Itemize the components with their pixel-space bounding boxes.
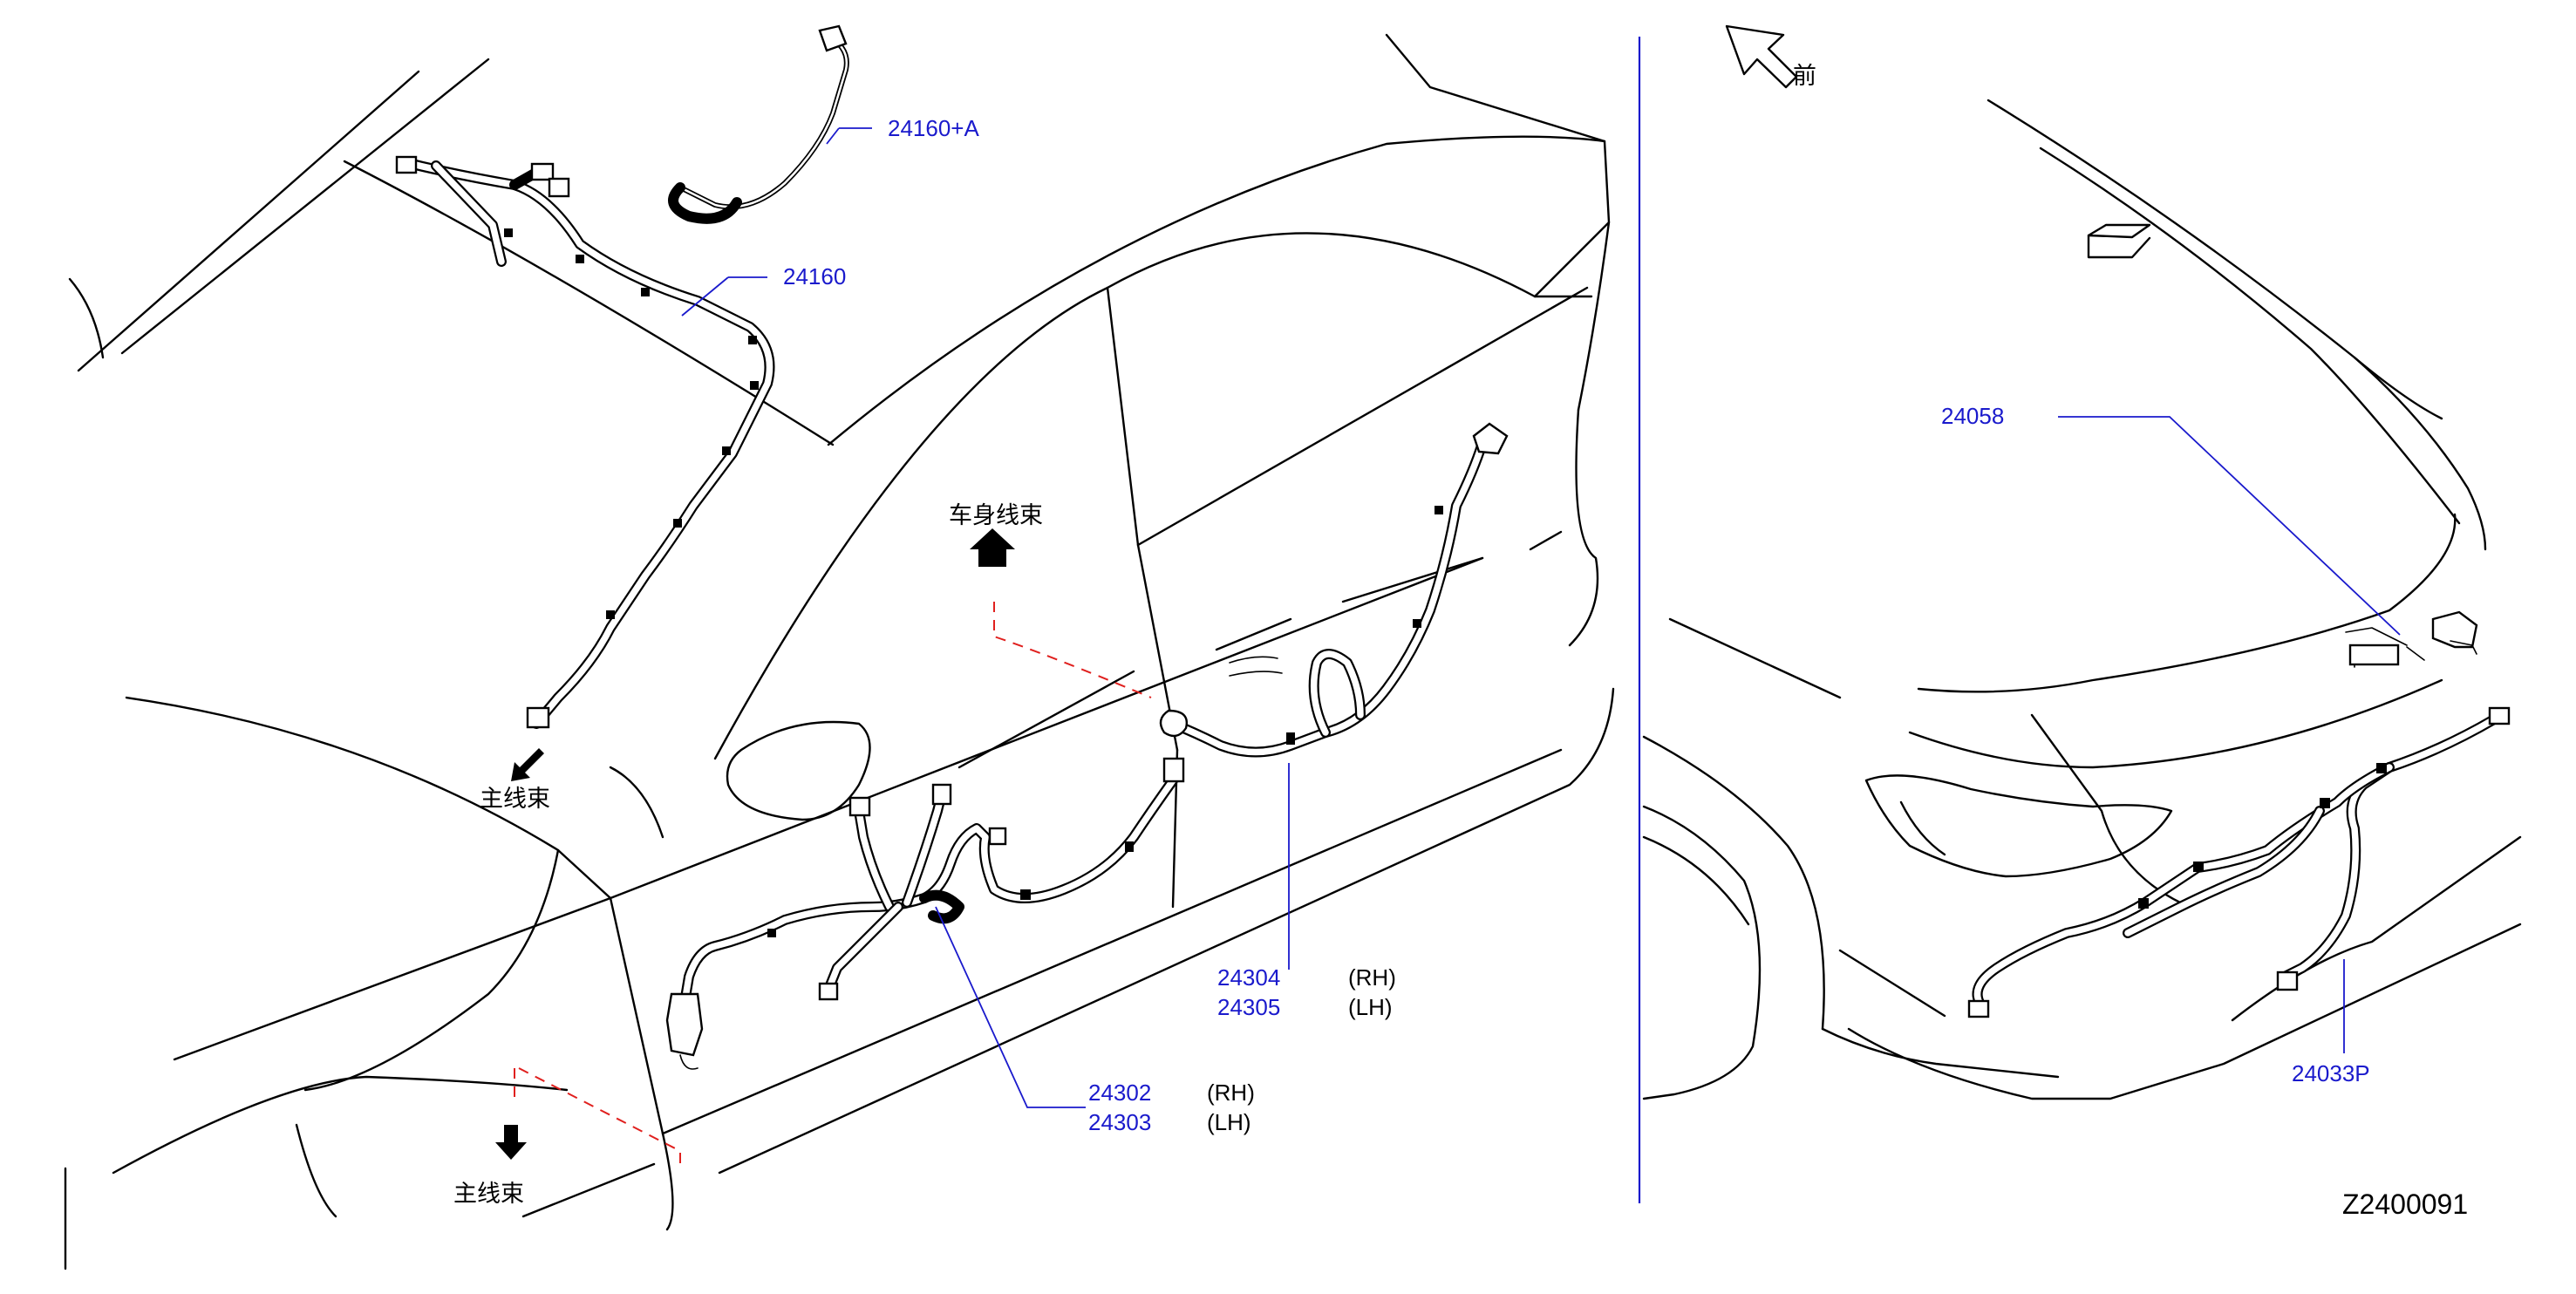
- side-lh-24305: (LH): [1348, 994, 1393, 1020]
- side-lh-24303: (LH): [1207, 1109, 1251, 1135]
- label-main-harness-top: 主线束: [480, 786, 550, 813]
- callout-24160-a: 24160+A: [888, 115, 979, 141]
- harness-24302: [665, 757, 1185, 1070]
- arrow-body-harness: [970, 528, 1015, 567]
- harness-24304: [1159, 422, 1509, 758]
- callout-24058: 24058: [1941, 403, 2004, 429]
- arrow-main-harness-top: [511, 748, 544, 781]
- label-main-harness-bottom: 主线束: [453, 1181, 524, 1208]
- connection-guides: [514, 602, 1152, 1168]
- callout-24160: 24160: [783, 263, 846, 289]
- arrow-main-harness-bottom: [495, 1125, 527, 1160]
- harness-24160-a: [668, 24, 849, 224]
- right-car-body-outline: [1642, 99, 2522, 1100]
- label-front: 前: [1793, 63, 1816, 90]
- harness-24160: [395, 155, 775, 729]
- side-rh-24302: (RH): [1207, 1079, 1255, 1106]
- callout-24305: 24305: [1217, 994, 1280, 1020]
- callout-24033p: 24033P: [2292, 1060, 2370, 1086]
- front-direction-arrow: [1725, 24, 1798, 89]
- harness-24033p: [1967, 706, 2511, 1018]
- leader-lines-right: [2058, 416, 2401, 1053]
- callout-24303: 24303: [1088, 1109, 1151, 1135]
- drawing-code: Z2400091: [2342, 1188, 2468, 1220]
- label-body-harness: 车身线束: [949, 502, 1043, 529]
- left-car-body-outline: [64, 33, 1615, 1270]
- callout-24302: 24302: [1088, 1079, 1151, 1106]
- side-rh-24304: (RH): [1348, 964, 1396, 991]
- leader-lines-left: [681, 127, 1290, 1108]
- callout-24304: 24304: [1217, 964, 1280, 991]
- harness-24058: [2345, 610, 2478, 668]
